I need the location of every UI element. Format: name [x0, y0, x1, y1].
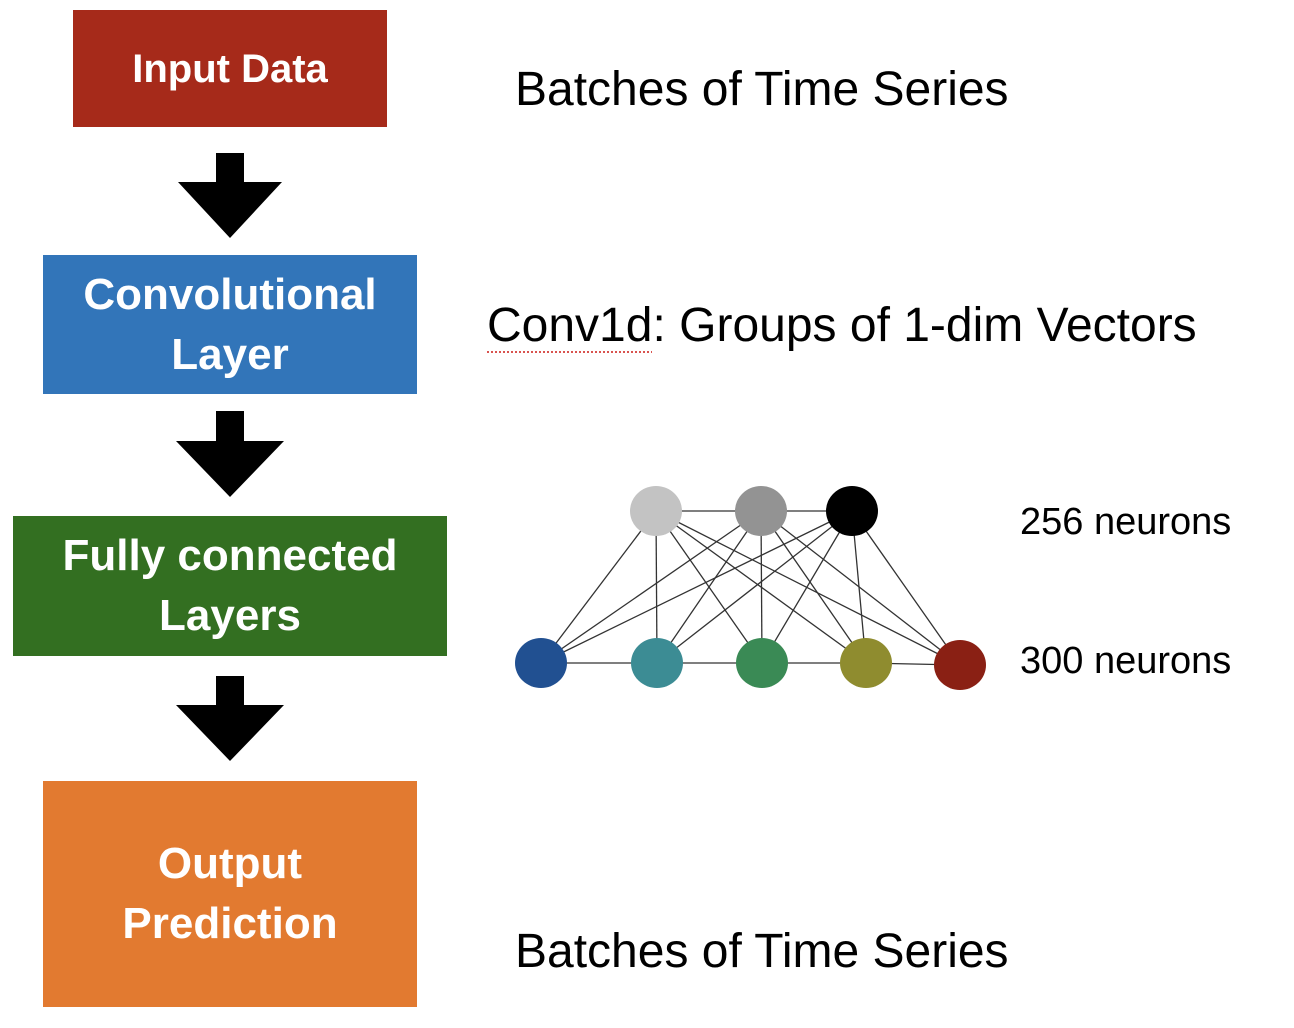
conv1d-term: Conv1d	[487, 299, 653, 352]
connection-line	[655, 510, 763, 664]
conv-note-rest: : Groups of 1-dim Vectors	[652, 299, 1197, 352]
bottom-neuron	[515, 638, 567, 688]
output-prediction-box: Output Prediction	[43, 781, 417, 1007]
connection-line	[760, 510, 961, 666]
connection-line	[540, 510, 657, 664]
bottom-neuron	[631, 638, 683, 688]
connection-line	[656, 510, 853, 664]
convolutional-layer-box: Convolutional Layer	[43, 255, 417, 394]
fully-connected-layers-box: Fully connected Layers	[13, 516, 447, 656]
connection-line	[540, 510, 762, 664]
connection-line	[656, 510, 762, 664]
connection-line	[655, 510, 961, 666]
down-arrow-1	[178, 153, 282, 238]
connection-line	[851, 510, 867, 664]
bottom-layer-neuron-count: 300 neurons	[1020, 640, 1232, 682]
top-neuron	[735, 486, 787, 536]
bottom-neuron	[840, 638, 892, 688]
output-note: Batches of Time Series	[515, 925, 1009, 978]
down-arrow-3	[176, 676, 284, 761]
connection-line	[540, 510, 853, 664]
connection-line	[760, 510, 867, 664]
connection-line	[655, 510, 658, 664]
top-layer-neuron-count: 256 neurons	[1020, 501, 1232, 543]
bottom-neuron	[736, 638, 788, 688]
input-data-box: Input Data	[73, 10, 387, 127]
input-note: Batches of Time Series	[515, 63, 1009, 116]
conv-note: Conv1d: Groups of 1-dim Vectors	[487, 302, 1197, 350]
bottom-layer-link	[865, 662, 961, 666]
connection-line	[655, 510, 867, 664]
top-neuron	[630, 486, 682, 536]
connection-line	[851, 510, 961, 666]
connection-line	[761, 510, 853, 664]
top-neuron	[826, 486, 878, 536]
connection-line	[760, 510, 763, 664]
bottom-neuron	[934, 640, 986, 690]
down-arrow-2	[176, 411, 284, 497]
